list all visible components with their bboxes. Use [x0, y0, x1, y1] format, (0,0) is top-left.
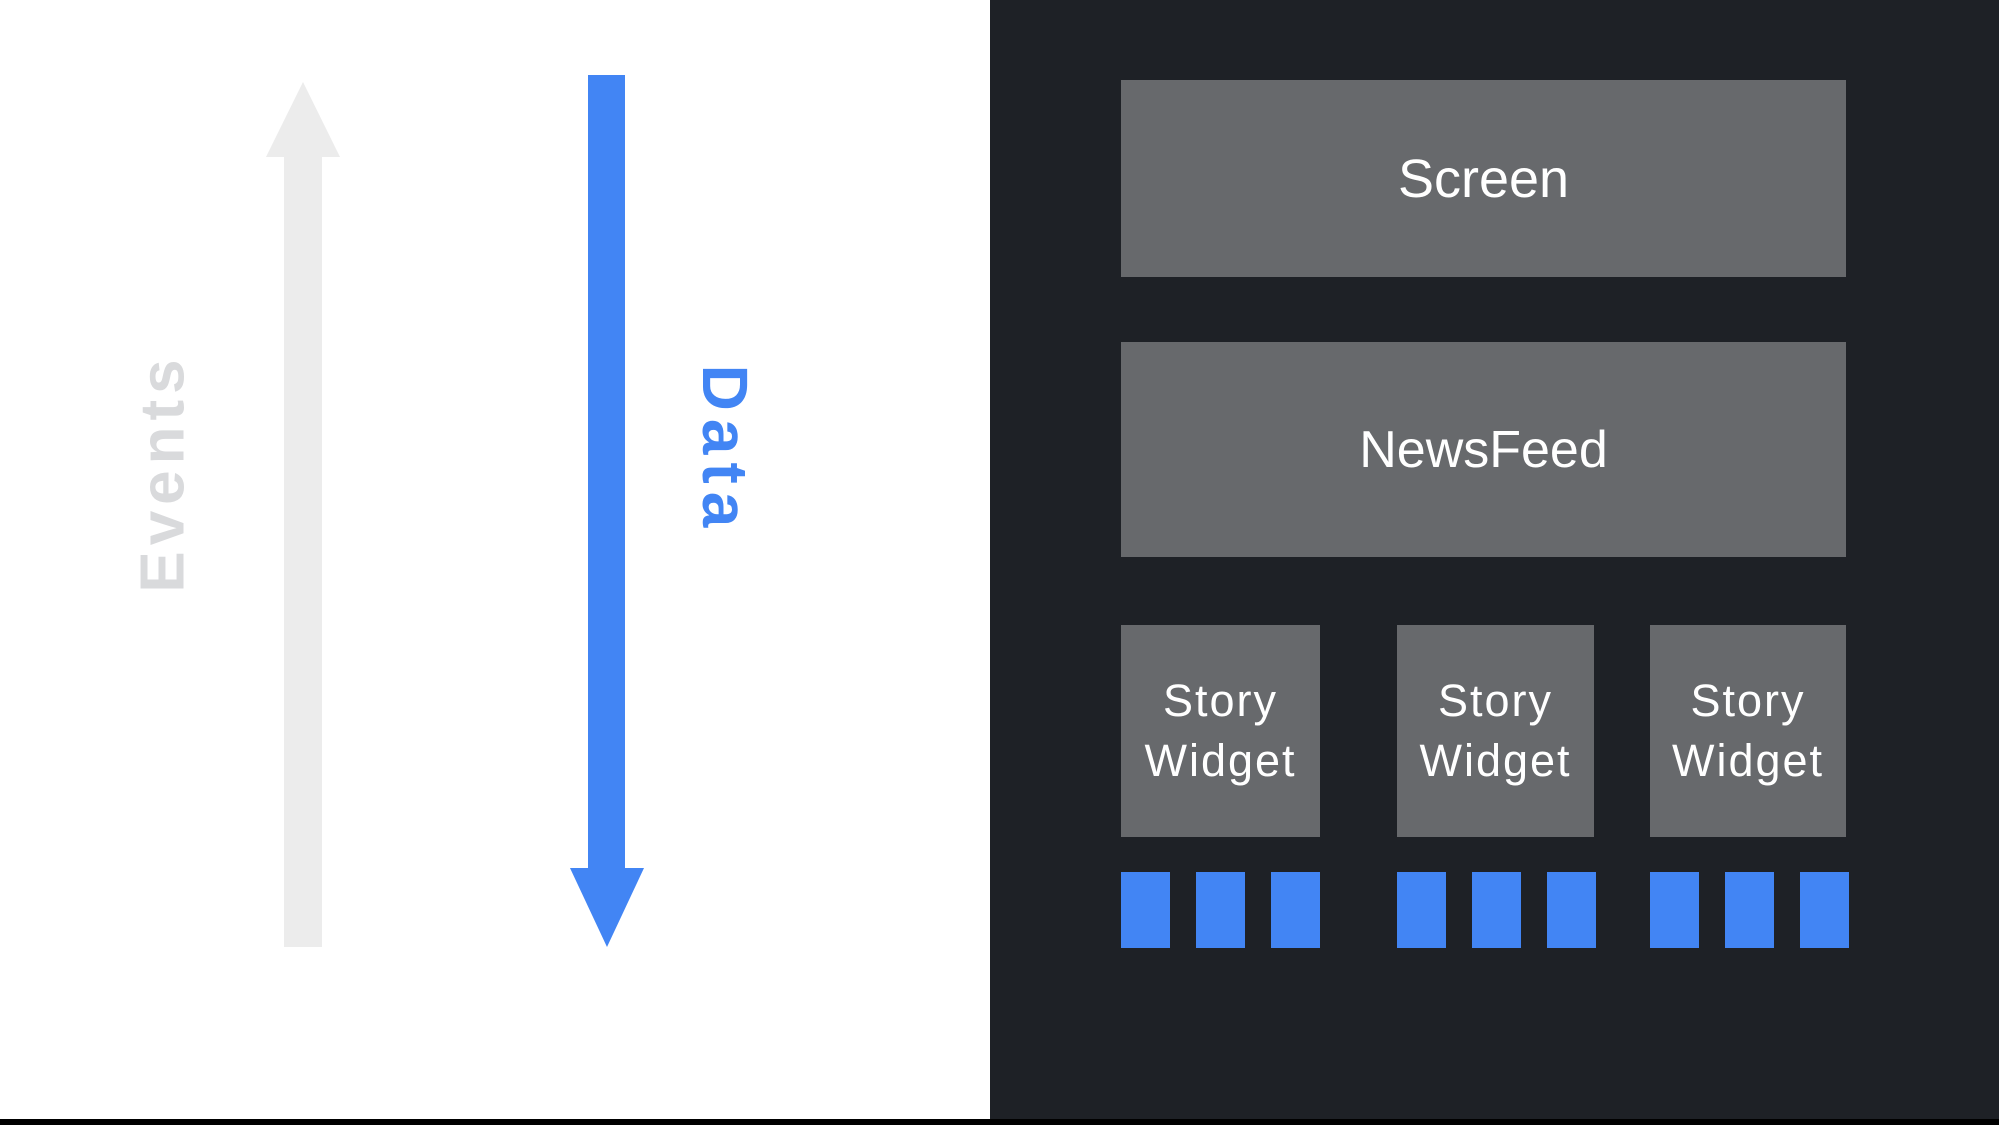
data-block — [1271, 872, 1320, 948]
data-label: Data — [689, 364, 761, 536]
down-arrowhead-icon — [570, 868, 644, 947]
newsfeed-widget-label: NewsFeed — [1359, 420, 1608, 479]
data-block — [1121, 872, 1170, 948]
story-widget-box: Story Widget — [1397, 625, 1594, 837]
down-arrow-shaft — [588, 75, 625, 868]
events-label: Events — [128, 353, 198, 593]
story-widget-label-line2: Widget — [1144, 735, 1297, 786]
screen-widget-label: Screen — [1397, 148, 1570, 209]
story-widget-label-line2: Widget — [1419, 735, 1572, 786]
widget-tree-panel: Screen NewsFeed Story Widget Story Widge… — [990, 0, 1999, 1125]
story-widget-box: Story Widget — [1650, 625, 1846, 837]
data-block — [1725, 872, 1774, 948]
data-block — [1397, 872, 1446, 948]
story-widget-label-line2: Widget — [1671, 735, 1825, 786]
data-block — [1472, 872, 1521, 948]
data-block — [1196, 872, 1245, 948]
story-widget-label-line1: Story — [1690, 675, 1806, 726]
story-widget-label: Story Widget — [1419, 671, 1571, 791]
up-arrowhead-icon — [266, 82, 340, 157]
data-block — [1650, 872, 1699, 948]
up-arrow-shaft — [284, 156, 322, 947]
story-widget-label-line1: Story — [1162, 675, 1279, 726]
newsfeed-widget-box: NewsFeed — [1121, 342, 1846, 557]
story-widget-label: Story Widget — [1672, 671, 1824, 791]
data-block — [1800, 872, 1849, 948]
story-widget-box: Story Widget — [1121, 625, 1320, 837]
story-widget-label-line1: Story — [1437, 675, 1554, 726]
story-widget-label: Story Widget — [1144, 671, 1296, 791]
bottom-edge-bar — [0, 1119, 1999, 1125]
data-block — [1547, 872, 1596, 948]
screen-widget-box: Screen — [1121, 80, 1846, 277]
